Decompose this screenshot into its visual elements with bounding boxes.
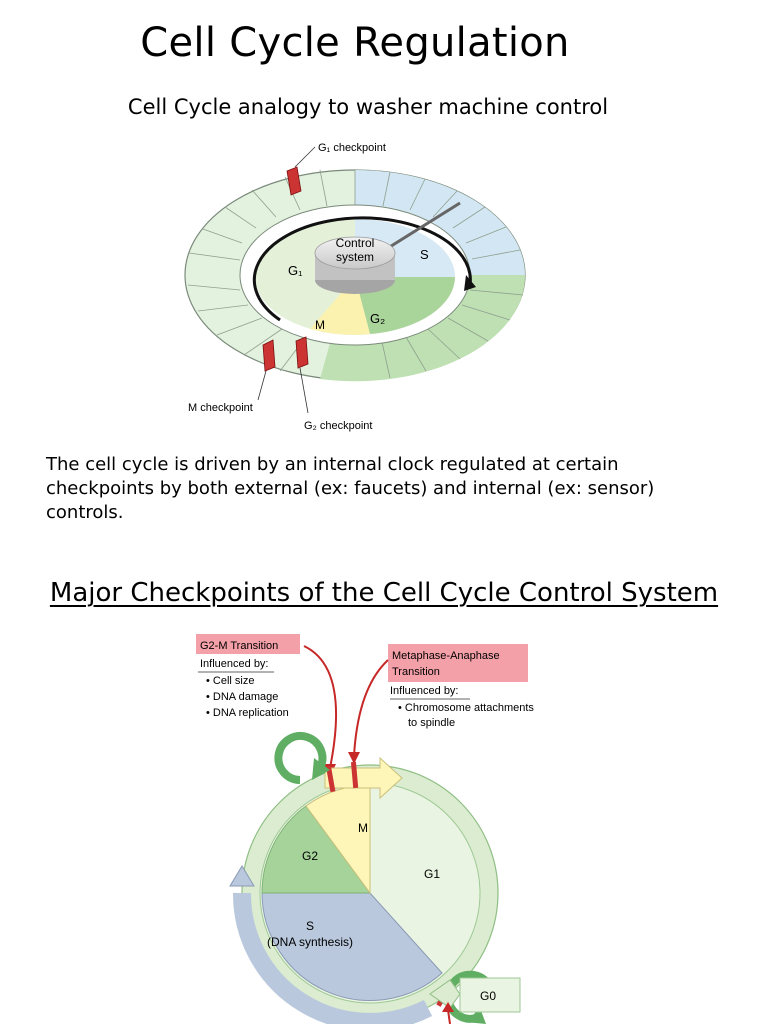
g2-checkpoint-marker: [295, 336, 309, 369]
outer-ring-s-zone: [355, 170, 525, 275]
s-outer-band: [232, 892, 433, 1024]
pointer-rod: [379, 201, 461, 255]
g2m-factor-3: • DNA replication: [206, 707, 289, 719]
m-label: M: [315, 318, 325, 332]
g2m-title: G2-M Transition: [200, 640, 278, 652]
s-band-arrowhead: [229, 865, 255, 887]
meta-influenced-label: Influenced by:: [390, 685, 459, 697]
g2-label: G₂: [370, 311, 385, 326]
meta-title-1: Metaphase-Anaphase: [392, 650, 500, 662]
meta-title-2: Transition: [392, 666, 440, 678]
g1-checkpoint-marker: [286, 166, 302, 196]
g0-box: [459, 977, 521, 1013]
meta-label-box: [388, 644, 528, 682]
outer-ring-g2-zone: [320, 275, 526, 382]
g2-sector: [261, 805, 371, 894]
g0-label: G0: [480, 989, 496, 1003]
meta-checkpoint-bar: [350, 761, 359, 789]
g2m-influenced-label: Influenced by:: [200, 658, 269, 670]
s-label: S: [420, 247, 429, 262]
g1-phase-label: G1: [424, 867, 440, 881]
page-title: Cell Cycle Regulation: [140, 20, 570, 66]
checkpoints-diagram: G2-M Transition Influenced by: • Cell si…: [196, 634, 534, 1024]
cycle-arrowhead: [464, 275, 476, 291]
cylinder-top: [314, 236, 396, 270]
s-phase-sublabel: (DNA synthesis): [267, 935, 353, 949]
g2-loop-arrow: [274, 732, 327, 784]
g2-checkpoint-label: G₂ checkpoint: [304, 420, 372, 432]
ring-segments: [187, 169, 524, 379]
g2m-checkpoint-bar: [325, 765, 336, 793]
meta-factor-2: to spindle: [408, 717, 455, 729]
g2m-factor-2: • DNA damage: [206, 691, 278, 703]
m-phase-label: M: [358, 821, 368, 835]
g1-label: G₁: [288, 263, 303, 278]
s-phase-label: S: [306, 919, 314, 933]
g2m-factor-1: • Cell size: [206, 675, 255, 687]
cycle-arrow: [252, 216, 472, 322]
g2m-pointer-arrow: [303, 645, 337, 769]
s-sector: [261, 892, 443, 1001]
control-label-1: Control: [336, 236, 375, 250]
section-heading: Major Checkpoints of the Cell Cycle Cont…: [49, 578, 719, 608]
meta-pointer-arrow: [353, 659, 389, 757]
body-paragraph: The cell cycle is driven by an internal …: [46, 454, 655, 523]
g1-pointer-arrow: [447, 1009, 451, 1024]
meta-factor-1: • Chromosome attachments: [398, 702, 534, 714]
washer-cycle-diagram: Control system G₁ S M G₂ G₁ checkpoint M…: [184, 142, 526, 432]
g2-phase-label: G2: [302, 849, 318, 863]
g2-sector: [355, 277, 455, 334]
m-checkpoint-label: M checkpoint: [188, 402, 253, 414]
g1-checkpoint-label: G₁ checkpoint: [318, 142, 386, 154]
page-subtitle: Cell Cycle analogy to washer machine con…: [127, 95, 609, 119]
g2m-label-box: [196, 634, 300, 654]
m-checkpoint-marker: [262, 339, 276, 372]
control-label-2: system: [336, 250, 374, 264]
